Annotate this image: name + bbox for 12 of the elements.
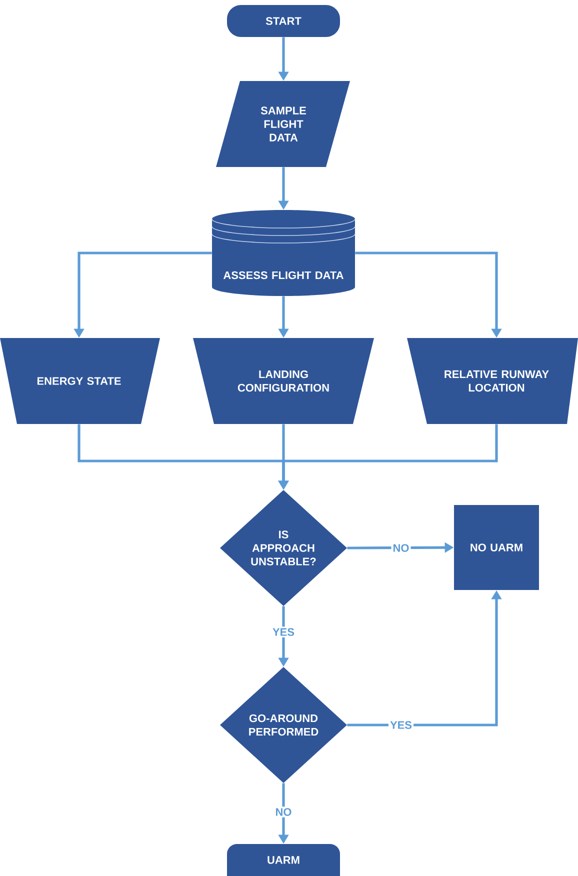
edge-label: NO [391,542,411,554]
trapezoid-box: LANDING CONFIGURATION [193,338,374,424]
data-parallelogram: SAMPLE FLIGHT DATA [216,81,350,167]
process-box: NO UARM [454,505,539,590]
edge-label: YES [388,720,414,730]
database-cylinder: ASSESS FLIGHT DATA [212,210,356,296]
trapezoid-box: RELATIVE RUNWAY LOCATION [407,338,578,424]
trapezoid-box: ENERGY STATE [0,338,160,424]
edge-label: YES [271,626,296,638]
rounded-box: UARM [227,844,340,876]
rounded-box: START [227,5,340,38]
edge-label: NO [274,806,294,818]
